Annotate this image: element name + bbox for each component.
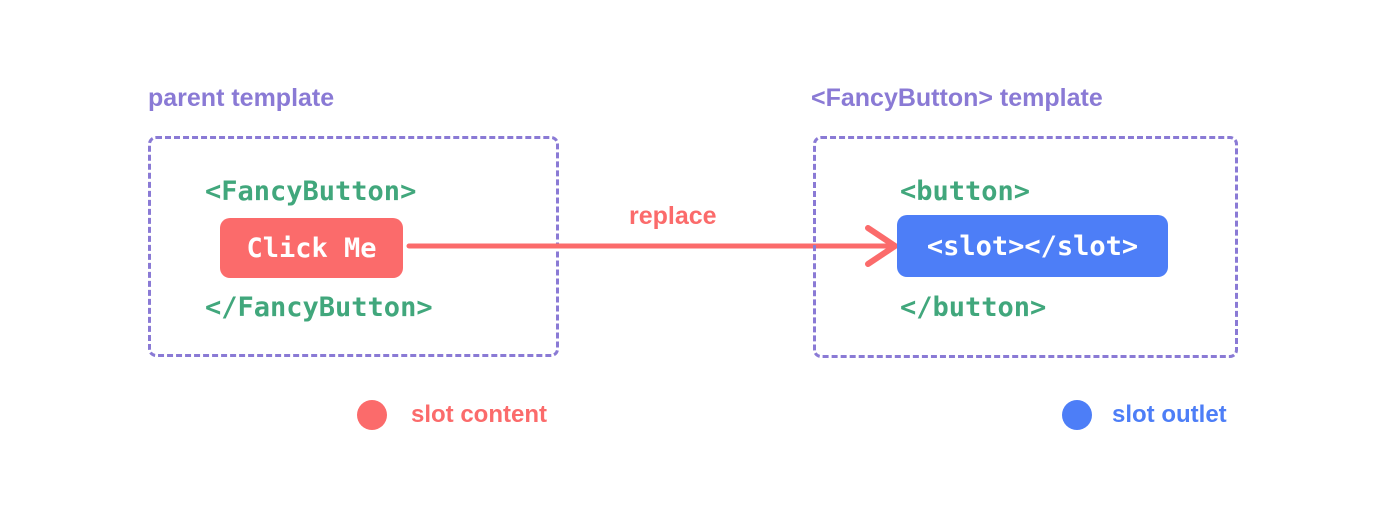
slot-outlet-label: slot outlet <box>1112 401 1227 428</box>
replace-arrow-head <box>865 225 898 267</box>
slot-content-dot-icon <box>357 400 387 430</box>
fancybutton-close-tag: </FancyButton> <box>205 292 433 323</box>
fancybutton-template-title: <FancyButton> template <box>811 84 1103 112</box>
slot-outlet-dot-icon <box>1062 400 1092 430</box>
slot-content-label: slot content <box>411 401 547 428</box>
button-close-tag: </button> <box>900 292 1047 323</box>
click-me-label: Click Me <box>246 232 377 264</box>
slot-tag-label: <slot></slot> <box>926 230 1139 262</box>
parent-template-title: parent template <box>148 84 335 112</box>
button-open-tag: <button> <box>900 176 1031 207</box>
replace-arrow <box>406 225 898 267</box>
fancybutton-template-box <box>813 136 1238 358</box>
slot-outlet-box: <slot></slot> <box>897 215 1168 277</box>
click-me-button: Click Me <box>220 218 403 278</box>
fancybutton-open-tag: <FancyButton> <box>205 176 417 207</box>
replace-label: replace <box>629 202 717 230</box>
